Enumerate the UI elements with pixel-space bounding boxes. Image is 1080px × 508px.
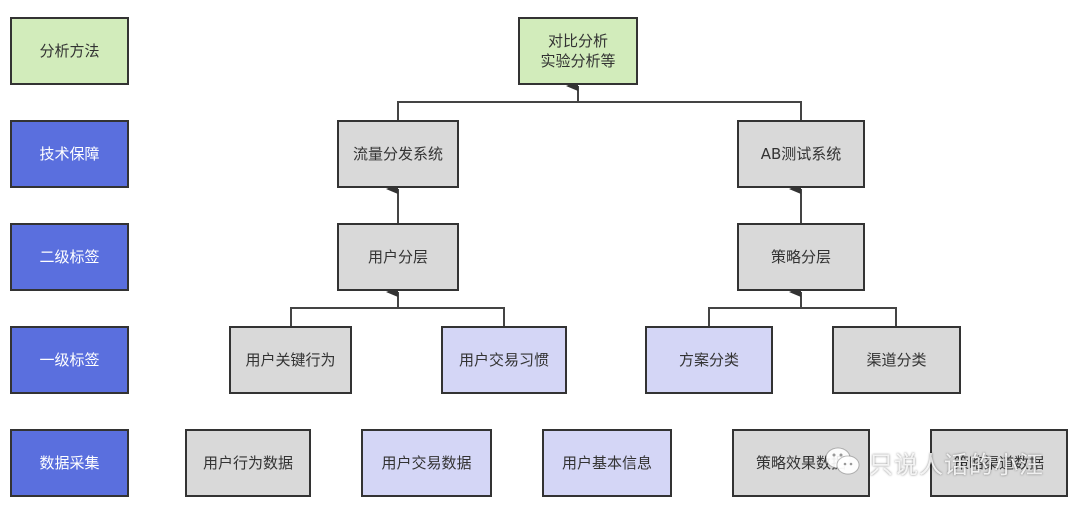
- node-analysis-line1: 对比分析: [547, 32, 608, 50]
- node-strategy-channel-data: 策略渠道数据: [930, 429, 1068, 497]
- level-data-collection: 数据采集: [10, 429, 129, 497]
- level-secondary-tag: 二级标签: [10, 223, 129, 291]
- node-analysis: 对比分析 实验分析等: [518, 17, 638, 85]
- node-ab-system: AB测试系统: [737, 120, 865, 188]
- node-analysis-line2: 实验分析等: [540, 52, 616, 70]
- connector-channel: [801, 307, 897, 326]
- watermark-text: 只说人话的小汪: [869, 450, 1044, 479]
- node-traffic-system: 流量分发系统: [337, 120, 459, 188]
- connector-ab-to-analysis: [578, 101, 802, 121]
- watermark: 只说人话的小汪: [825, 440, 1044, 484]
- node-plan-category: 方案分类: [645, 326, 773, 394]
- node-strategy-layer: 策略分层: [737, 223, 865, 291]
- connector-key-behavior: [290, 307, 398, 326]
- connector-plan: [708, 307, 801, 326]
- wechat-icon: [825, 446, 861, 478]
- level-analysis-method: 分析方法: [10, 17, 129, 85]
- node-user-trade-habit: 用户交易习惯: [441, 326, 567, 394]
- node-user-behavior-data: 用户行为数据: [185, 429, 311, 497]
- node-user-trade-data: 用户交易数据: [361, 429, 492, 497]
- node-channel-category: 渠道分类: [832, 326, 961, 394]
- node-user-basic-info: 用户基本信息: [542, 429, 672, 497]
- connector-trade-habit: [398, 307, 505, 326]
- connector-traffic-to-analysis: [397, 101, 578, 121]
- level-primary-tag: 一级标签: [10, 326, 129, 394]
- node-user-key-behavior: 用户关键行为: [229, 326, 352, 394]
- node-user-layer: 用户分层: [337, 223, 459, 291]
- level-tech-support: 技术保障: [10, 120, 129, 188]
